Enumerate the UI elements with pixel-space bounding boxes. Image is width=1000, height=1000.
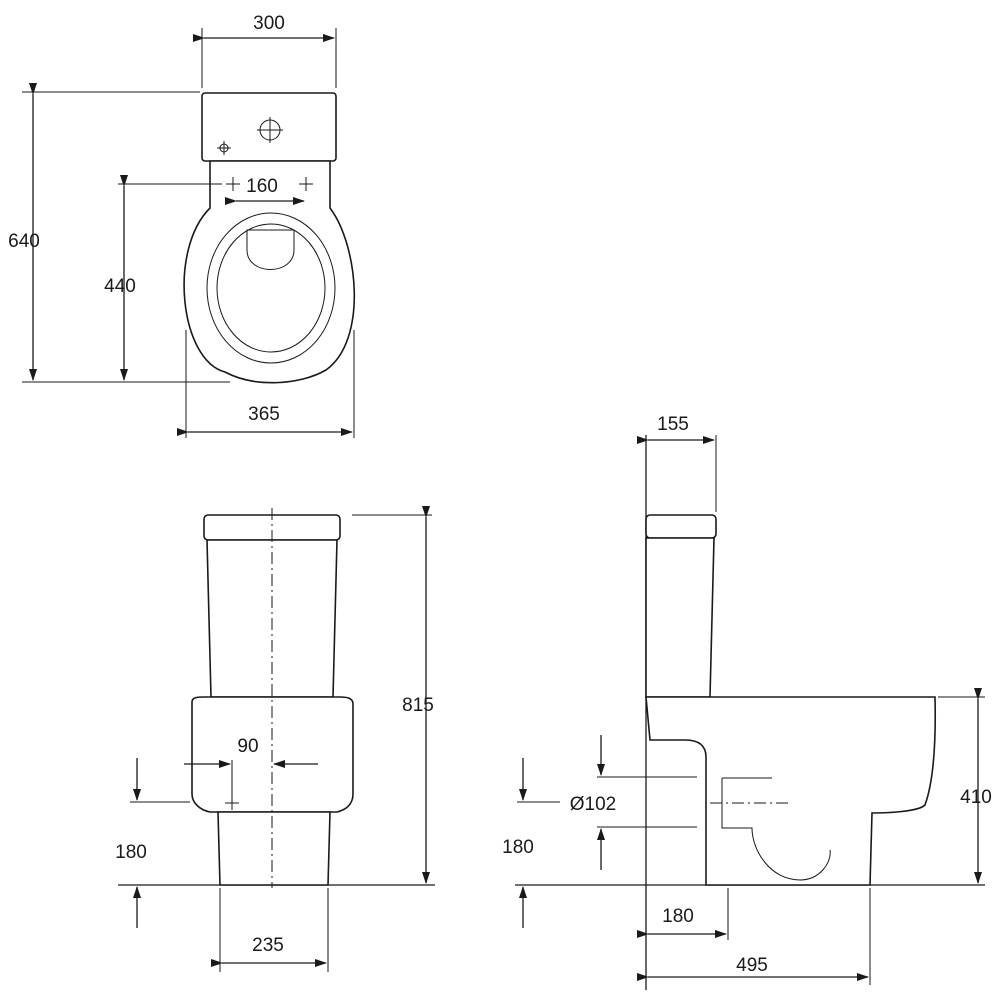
seat-opening [216,223,326,353]
fixing-hole-left-icon [226,177,240,191]
bowl-plan-outline [183,160,356,384]
dim-tank-depth: 155 [657,414,689,435]
dim-bowl-height: 410 [960,787,992,808]
bowl-side [645,696,937,886]
water-area [246,229,295,270]
flush-button-icon [257,117,283,143]
dim-outlet-to-wall: 180 [662,906,694,927]
dim-tank-width: 300 [253,13,285,34]
front-view: 90 180 815 235 [115,506,435,972]
dim-outlet-diameter: Ø102 [570,794,616,815]
top-view: 300 640 440 160 365 [8,13,356,438]
dim-inlet-offset: 90 [237,736,258,757]
fixing-hole-right-icon [299,177,313,191]
side-view: 155 410 Ø102 180 180 495 [502,414,992,990]
dim-outlet-height: 180 [502,837,534,858]
pedestal-front [217,811,331,886]
cistern-lid-side [645,514,717,539]
dim-overall-height: 815 [402,695,434,716]
dim-inlet-height: 180 [115,842,147,863]
dim-foot-width: 235 [252,935,284,956]
cistern-plan [201,92,337,162]
dim-overall-depth: 640 [8,231,40,252]
dim-bowl-width: 365 [248,404,280,425]
seat-ring [206,212,336,364]
dim-overall-projection: 495 [736,955,768,976]
dim-fixing-spacing: 160 [246,176,278,197]
inlet-mark-front-icon [225,796,239,810]
cistern-body-side [645,537,715,698]
trapway [721,777,831,881]
dim-fixing-to-back: 440 [104,276,136,297]
inlet-mark-icon [217,141,231,155]
